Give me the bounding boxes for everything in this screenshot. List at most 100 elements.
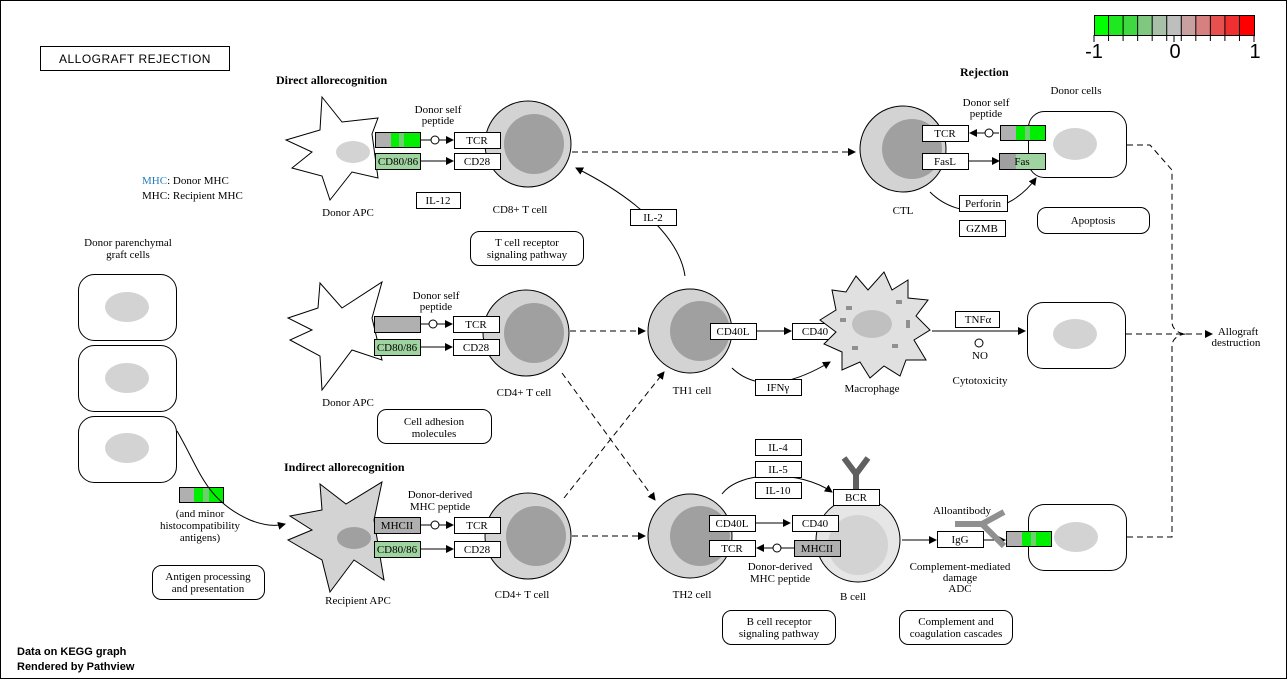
il12-label: IL-12	[425, 195, 450, 207]
cd40-gene-bcell[interactable]	[792, 515, 839, 532]
donor-apc-1	[284, 95, 379, 202]
legend-color-cell	[1210, 15, 1226, 35]
allograft-destruction-1: Allograft	[1218, 326, 1258, 338]
fas-label: Fas	[1014, 156, 1029, 168]
donor-self-peptide-2b: peptide	[420, 301, 452, 313]
cd40l-gene-th2[interactable]	[709, 515, 756, 532]
mhc-gene-row1[interactable]	[375, 132, 421, 148]
il4-gene[interactable]	[755, 439, 802, 456]
section-direct-title: Direct allorecognition	[276, 73, 388, 87]
il2-gene[interactable]	[630, 209, 677, 226]
cytotoxicity-label: Cytotoxicity	[953, 375, 1009, 387]
legend-color-cell	[1108, 15, 1124, 35]
cd40l-label-th1: CD40L	[717, 326, 750, 338]
cd80-gene-row1[interactable]	[375, 153, 421, 170]
il12-gene[interactable]	[416, 192, 461, 209]
bcr-gene[interactable]	[833, 489, 880, 506]
tcr-label-row1: TCR	[466, 135, 488, 147]
mhcii-gene-bcell[interactable]	[794, 540, 841, 557]
bcr-signaling-pathway[interactable]	[722, 610, 836, 645]
title-box	[40, 46, 230, 71]
donor-self-peptide-1a: Donor self	[415, 104, 462, 116]
tcr-gene-row3[interactable]	[454, 517, 501, 534]
bcr-signaling-label-2: signaling pathway	[739, 628, 820, 640]
minor-antigen-gene[interactable]	[179, 487, 224, 503]
tnfa-gene[interactable]	[955, 311, 1000, 328]
cd28-gene-row1[interactable]	[454, 153, 501, 170]
complement-pathway-label-2: coagulation cascades	[910, 628, 1003, 640]
cd28-gene-row2[interactable]	[453, 339, 500, 356]
donor-cell-target-1	[1028, 111, 1127, 178]
gzmb-gene[interactable]	[959, 220, 1006, 237]
il2-label: IL-2	[643, 212, 663, 224]
cd28-label-row2: CD28	[463, 342, 490, 354]
cd80-gene-row2[interactable]	[374, 339, 421, 356]
cell-adhesion-pathway[interactable]	[377, 409, 492, 444]
peptide-circle	[984, 128, 994, 138]
legend-color-cell	[1239, 15, 1255, 35]
complement-label-2: damage	[943, 572, 977, 584]
igg-gene[interactable]	[937, 531, 984, 548]
complement-label-3: ADC	[948, 583, 971, 595]
bcr-label: BCR	[845, 492, 868, 504]
tcr-gene-row2[interactable]	[453, 316, 500, 333]
il5-gene[interactable]	[755, 461, 802, 478]
mhc-gene-row2[interactable]	[374, 316, 421, 333]
cd4b-to-th1-arrow	[563, 371, 665, 499]
footer-line-2: Rendered by Pathview	[17, 661, 135, 673]
mhc-gene-ctl[interactable]	[1000, 125, 1046, 141]
cd4-t-cell-2-label: CD4+ T cell	[495, 589, 550, 601]
cd40-label-bcell: CD40	[802, 518, 829, 530]
legend-mid-label: 0	[1169, 41, 1180, 63]
macrophage-nucleus	[852, 310, 892, 338]
mhcii-label-row3: MHCII	[381, 520, 414, 532]
il10-gene[interactable]	[755, 482, 802, 499]
antigen-gene-bcell-target[interactable]	[1006, 531, 1052, 547]
tcr-signaling-pathway[interactable]	[470, 231, 584, 266]
apoptosis-pathway[interactable]	[1037, 207, 1150, 234]
cd40l-label-th2: CD40L	[716, 518, 749, 530]
mhcii-gene-row3[interactable]	[374, 517, 421, 534]
mhc-donor-key-prefix: MHC	[142, 175, 167, 187]
tcr-gene-th2[interactable]	[709, 540, 756, 557]
perforin-label: Perforin	[965, 198, 1002, 210]
macrophage-label: Macrophage	[845, 383, 900, 395]
section-indirect-title: Indirect allorecognition	[284, 460, 405, 474]
legend-color-cell	[1123, 15, 1139, 35]
complement-pathway[interactable]	[899, 610, 1013, 645]
peptide-circle	[430, 135, 440, 145]
tcr-label-th2: TCR	[721, 543, 743, 555]
donor-derived-1b: MHC peptide	[410, 501, 470, 513]
il4-label: IL-4	[768, 442, 788, 454]
cd28-gene-row3[interactable]	[454, 541, 501, 558]
donor-self-peptide-2a: Donor self	[413, 290, 460, 302]
cell-adhesion-label-1: Cell adhesion	[404, 416, 465, 428]
tnfa-label: TNFα	[965, 314, 992, 326]
tcr-gene-row1[interactable]	[454, 132, 501, 149]
il5-label: IL-5	[768, 464, 788, 476]
donor-cell-target-3	[1028, 504, 1127, 571]
legend-color-cell	[1224, 15, 1240, 35]
bcr-signaling-label-1: B cell receptor	[747, 616, 812, 628]
donor-apc-1-label: Donor APC	[322, 207, 374, 219]
apoptosis-label: Apoptosis	[1071, 215, 1116, 227]
tcr-gene-ctl[interactable]	[922, 125, 969, 142]
legend-min-label: -1	[1085, 41, 1103, 63]
footer-line-1: Data on KEGG graph	[17, 646, 127, 658]
th2-cell-label: TH2 cell	[673, 589, 712, 601]
antigen-processing-label-1: Antigen processing	[165, 571, 251, 583]
cd28-label-row1: CD28	[464, 156, 491, 168]
ifng-gene[interactable]	[755, 379, 802, 396]
no-circle	[974, 338, 984, 348]
cd40l-gene-th1[interactable]	[710, 323, 757, 340]
peptide-circle	[428, 319, 438, 329]
fasl-gene[interactable]	[922, 153, 969, 170]
perforin-gene[interactable]	[959, 195, 1008, 212]
alloantibody-label: Alloantibody	[933, 505, 992, 517]
cd80-gene-row3[interactable]	[374, 541, 421, 558]
section-rejection-title: Rejection	[960, 65, 1009, 79]
antigen-processing-pathway[interactable]	[152, 565, 265, 600]
allograft-destruction-2: destruction	[1212, 337, 1261, 349]
